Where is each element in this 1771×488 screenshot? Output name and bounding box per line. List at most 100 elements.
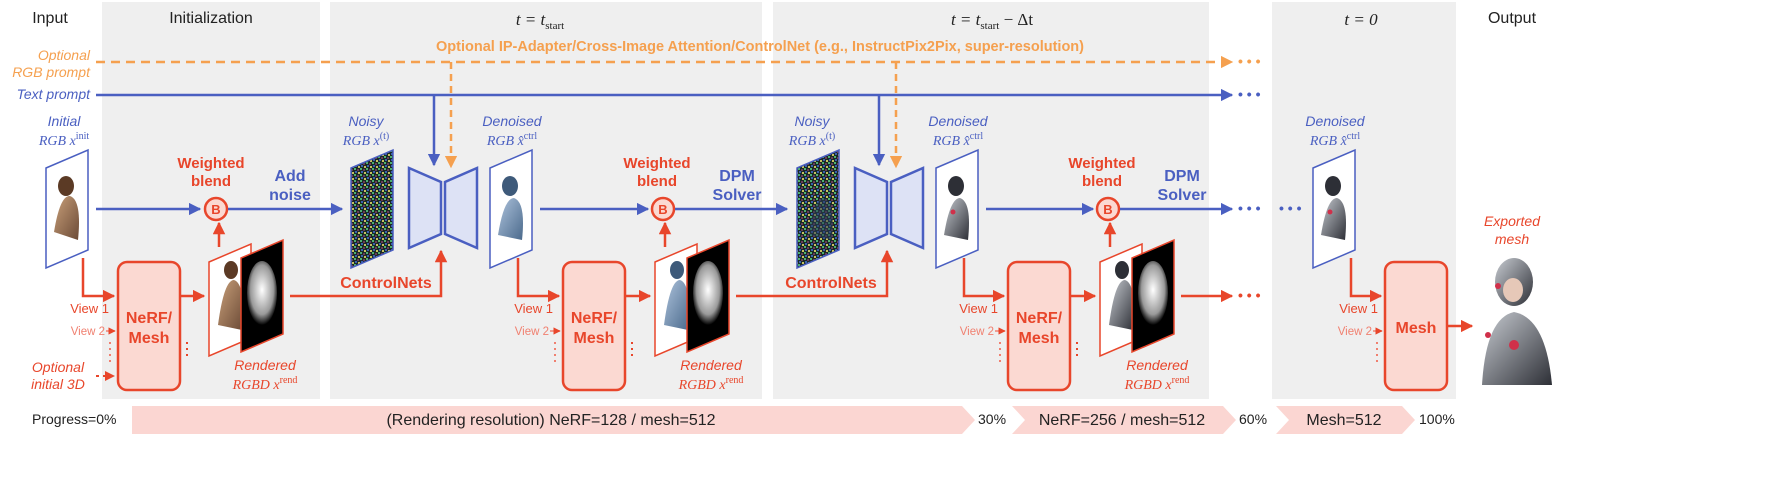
denoised-label-3: Denoised [1305,113,1365,129]
rendered-label-1: Rendered [234,357,297,373]
header-t-start: t = tstart [516,10,564,32]
view2-label-1: View 2 [71,326,105,338]
mesh-label-final: Mesh [1396,320,1437,337]
optional-init3d-label: Optional [32,359,85,375]
progress-stage1 [132,406,975,434]
denoised-label-1: Denoised [482,113,542,129]
blend-node-2 [650,196,676,222]
rendered-label-2b: RGBD xrend [678,375,744,393]
denoised-image-1 [489,148,533,270]
dpm-solver-label-2: DPM [1164,168,1200,185]
progress-100: 100% [1419,411,1455,427]
progress-stage1-label: (Rendering resolution) NeRF=128 / mesh=5… [386,412,715,429]
red-ellipsis: • • • [1238,287,1261,303]
text-prompt-ellipsis: • • • [1238,86,1261,102]
initial-rgb-label: Initial [48,113,82,129]
blue-ellipsis-1: • • • [1238,200,1261,216]
view2-label-2: View 2 [515,326,549,338]
blend-glyph-1: B [211,202,220,217]
input-to-mesh-1 [81,258,116,303]
optional-rgb-prompt-label: Optional [38,47,91,63]
nerf-mesh-box-2 [561,260,627,392]
optional-rgb-ellipsis: • • • [1238,53,1261,69]
progress-60: 60% [1239,411,1267,427]
blend-glyph-3: B [1103,202,1112,217]
dpm-solver-label-1b: Solver [713,187,762,204]
rendered-label-1b: RGBD xrend [232,375,298,393]
denoised-label-2b: RGB x̂ctrl [932,131,983,149]
initial-rgb-label-2: RGB xinit [38,131,89,149]
weighted-blend-label-3: Weighted [1068,155,1135,172]
controlnets-label-2: ControlNets [785,275,877,292]
blue-ellipsis-2: • • • [1279,200,1302,216]
blend-node-1 [203,196,229,222]
nerf-mesh-label-1: NeRF/ [126,310,173,327]
view1-label-2: View 1 [514,301,553,316]
blend-glyph-2: B [658,202,667,217]
progress-stage3-label: Mesh=512 [1306,412,1381,429]
denoised-image-2 [935,148,979,270]
rendered-label-2: Rendered [680,357,743,373]
header-initialization: Initialization [169,10,253,27]
nerf-mesh-label-2b: Mesh [574,330,615,347]
dpm-solver-label-2b: Solver [1158,187,1207,204]
rendered-rgbd-2 [654,238,730,358]
rendered-label-3: Rendered [1126,357,1189,373]
header-output: Output [1488,10,1537,27]
noisy-label-1: Noisy [348,113,384,129]
view1-label-3: View 1 [959,301,998,316]
rendered-label-3b: RGBD xrend [1124,375,1190,393]
rendered-rgbd-1 [208,238,284,358]
noisy-image-1 [350,148,394,270]
dpm-solver-label-1: DPM [719,168,755,185]
weighted-blend-label-3b: blend [1082,173,1122,190]
controlnets-label-1: ControlNets [340,275,432,292]
nerf-mesh-label-3b: Mesh [1019,330,1060,347]
header-t-zero: t = 0 [1344,10,1378,29]
progress-30: 30% [978,411,1006,427]
text-prompt-label: Text prompt [17,86,92,102]
nerf-mesh-box-3 [1006,260,1072,392]
optional-init3d-label-2: initial 3D [31,376,85,392]
unet-1 [407,166,479,250]
exported-mesh-label-b: mesh [1495,231,1529,247]
weighted-blend-label-2: Weighted [623,155,690,172]
header-t-delta: t = tstart − Δt [951,10,1033,32]
exported-mesh-render [1482,258,1552,385]
nerf-mesh-label-3: NeRF/ [1016,310,1063,327]
render1-to-controlnet [290,249,448,298]
progress-stage3 [1276,406,1415,434]
unet-2 [853,166,925,250]
initial-rgb-image [45,148,89,270]
header-input: Input [32,10,68,27]
render2-to-controlnet [736,249,894,298]
view2-label-3: View 2 [960,326,994,338]
noisy-label-2b: RGB x(t) [788,131,835,149]
nerf-mesh-label-2: NeRF/ [571,310,618,327]
add-noise-label: Add [274,168,305,185]
weighted-blend-label-1b: blend [191,173,231,190]
progress-stage2-label: NeRF=256 / mesh=512 [1039,412,1205,429]
blend-node-3 [1095,196,1121,222]
optional-rgb-prompt-label-2: RGB prompt [12,64,91,80]
add-noise-label-b: noise [269,187,311,204]
denoised1-to-mesh2 [516,258,561,303]
denoised2-to-mesh3 [962,258,1006,303]
exported-mesh-label: Exported [1484,213,1541,229]
noisy-label-1b: RGB x(t) [342,131,389,149]
noisy-image-2 [796,148,840,270]
optional-adapter-banner: Optional IP-Adapter/Cross-Image Attentio… [436,39,1084,55]
progress-stage2 [1012,406,1236,434]
noisy-label-2: Noisy [794,113,830,129]
mesh-box-final [1383,260,1449,392]
denoised-label-2: Denoised [928,113,988,129]
progress-start-label: Progress=0% [32,411,116,427]
denoised-image-3 [1312,148,1356,270]
view1-label-1: View 1 [70,301,109,316]
nerf-mesh-label-1b: Mesh [129,330,170,347]
weighted-blend-label-1: Weighted [177,155,244,172]
denoised-label-3b: RGB x̂ctrl [1309,131,1360,149]
view2-label-4: View 2 [1338,326,1372,338]
weighted-blend-label-2b: blend [637,173,677,190]
denoised3-to-mesh [1349,258,1383,303]
